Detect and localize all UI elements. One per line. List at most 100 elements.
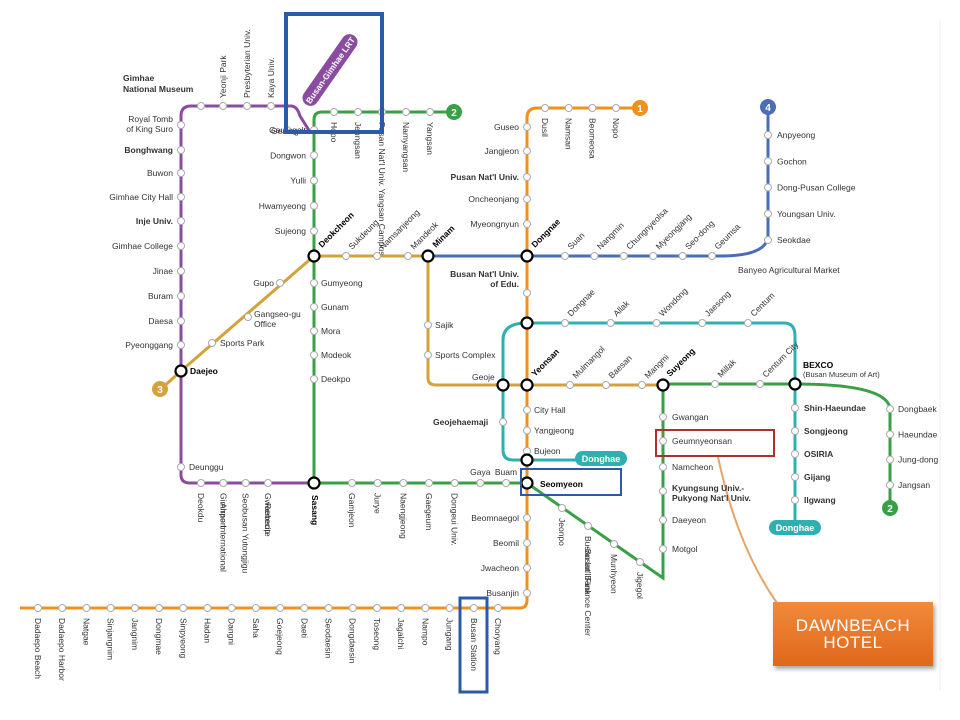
station-buram[interactable]: Buram [148, 291, 185, 301]
station-dongmae[interactable]: Dongmae [154, 604, 164, 656]
transfer-seomyeon[interactable]: Seomyeon [520, 476, 584, 490]
station-geumnyeonsan[interactable]: Geumnyeonsan [659, 436, 733, 446]
station-daesa[interactable]: Daesa [148, 316, 185, 326]
station-beomil[interactable]: Beomil [493, 538, 531, 548]
station-jagalchi[interactable]: Jagalchi [396, 604, 406, 650]
station-gijang[interactable]: Gijang [791, 472, 831, 482]
station-guseo[interactable]: Guseo [494, 122, 531, 132]
station-dadaepo-harbor[interactable]: Dadaepo Harbor [57, 604, 67, 682]
station-seodaesin[interactable]: Seodaesin [324, 604, 334, 659]
station-kyungsung-univ-pukyong-nat-l-univ[interactable]: Kyungsung Univ.-Pukyong Nat'l Univ. [659, 483, 751, 503]
station-gwangan[interactable]: Gwangan [659, 412, 709, 422]
station-munhyeon[interactable]: Munhyeon [609, 540, 619, 594]
station-yeonji-park[interactable]: Yeonji Park [218, 55, 228, 110]
station-gumyeong[interactable]: Gumyeong [310, 278, 363, 288]
station-dadaepo-beach[interactable]: Dadaepo Beach [33, 604, 43, 680]
station-jung-dong[interactable]: Jung-dong [886, 455, 939, 465]
station-dongdaesin[interactable]: Dongdaesin [348, 604, 358, 664]
station-jangjeon[interactable]: Jangjeon [484, 146, 531, 156]
station-daeyeon[interactable]: Daeyeon [659, 515, 707, 525]
station-sports-complex[interactable]: Sports Complex [424, 350, 497, 360]
station-myeongnyun[interactable]: Myeongnyun [470, 219, 531, 229]
station-daeti[interactable]: Daeti [299, 604, 309, 638]
station-seokdae[interactable]: Seokdae [764, 235, 811, 245]
station-yangsan[interactable]: Yangsan [425, 108, 435, 156]
transfer-donghae-dongnae[interactable] [520, 316, 534, 330]
transfer-bexco[interactable]: BEXCO (Busan Museum of Art) [788, 360, 881, 391]
station-modeok[interactable]: Modeok [310, 350, 352, 360]
station-centum[interactable]: Centum [744, 290, 777, 327]
transfer-geoje[interactable]: Geoje [472, 372, 510, 392]
station-busan-int-l-finance-center-busan-bank[interactable]: Busan Int'l Finance Center-Busan Bank [583, 522, 593, 637]
station-nopo[interactable]: Nopo [611, 104, 621, 139]
transfer-daejeo[interactable]: Daejeo [174, 364, 218, 378]
station-ilgwang[interactable]: Ilgwang [791, 495, 836, 505]
station-sajik[interactable]: Sajik [424, 320, 455, 330]
station-deokdu[interactable]: Deokdu [196, 479, 206, 523]
station-presbyterian-univ[interactable]: Presbyterian Univ. [242, 29, 252, 110]
station-dangni[interactable]: Dangni [227, 604, 237, 646]
station-jinae[interactable]: Jinae [153, 266, 185, 276]
station-yangjeong[interactable]: Yangjeong [523, 426, 575, 436]
station-beomeosa[interactable]: Beomeosa [587, 104, 597, 159]
station-kaya-univ[interactable]: Kaya Univ. [266, 58, 276, 110]
station-youngsan-univ[interactable]: Youngsan Univ. [764, 209, 836, 219]
station-dongbaek[interactable]: Dongbaek [886, 404, 938, 414]
station-gamjeon[interactable]: Gamjeon [347, 479, 357, 528]
station-city-hall[interactable]: City Hall [523, 405, 566, 415]
station-goejeong[interactable]: Goejeong [275, 604, 285, 656]
station-hopo[interactable]: Hopo [329, 108, 339, 143]
station-chungnyeolsa[interactable]: Chungnyeolsa [619, 206, 670, 260]
station-beomnaegol[interactable]: Beomnaegol [471, 513, 531, 523]
station-gupo[interactable]: Gupo [253, 278, 284, 288]
station-pusan-nat-l-univ[interactable]: Pusan Nat'l Univ. [451, 172, 531, 182]
transfer-sasang[interactable]: Sasang [307, 476, 321, 526]
station-busan-nat-l-univ-of-edu[interactable]: Busan Nat'l Univ.of Edu. [450, 269, 531, 297]
station-sports-park[interactable]: Sports Park [208, 338, 266, 348]
station-jungang[interactable]: Jungang [445, 604, 455, 651]
station-saha[interactable]: Saha [251, 604, 261, 639]
station-seobusan-yutongjigu[interactable]: Seobusan Yutongjigu [241, 479, 251, 574]
station-bonghwang[interactable]: Bonghwang [124, 145, 185, 155]
station-sinpyeong[interactable]: Sinpyeong [178, 604, 188, 659]
station-busan-station[interactable]: Busan Station [469, 604, 479, 672]
station-mulmangol[interactable]: Mulmangol [566, 344, 607, 389]
station-jigegol[interactable]: Jigegol [635, 558, 645, 600]
station-gochon[interactable]: Gochon [764, 156, 808, 166]
station-gimhae-college[interactable]: Gimhae College [112, 241, 185, 251]
station-oncheonjang[interactable]: Oncheonjang [468, 194, 531, 204]
station-wondong[interactable]: Wondong [652, 286, 690, 327]
station-deokpo[interactable]: Deokpo [310, 374, 351, 384]
station-osiria[interactable]: OSIRIA [791, 449, 834, 459]
station-jurye[interactable]: Jurye [373, 479, 383, 515]
station-choryang[interactable]: Choryang [493, 604, 503, 656]
station-gaya[interactable]: Gaya [470, 467, 491, 487]
station-motgol[interactable]: Motgol [659, 544, 698, 554]
station-dong-pusan-college[interactable]: Dong-Pusan College [764, 183, 856, 193]
station-busanjin[interactable]: Busanjin [486, 588, 531, 598]
station-jaesong[interactable]: Jaesong [698, 288, 733, 327]
station-geojehaemaji[interactable]: Geojehaemaji [433, 417, 507, 427]
station-dongwon[interactable]: Dongwon [270, 150, 318, 160]
station-gunam[interactable]: Gunam [310, 302, 349, 312]
station-jeungsan[interactable]: Jeungsan [353, 108, 363, 160]
station-hwamyeong[interactable]: Hwamyeong [259, 201, 318, 211]
station-toseong[interactable]: Toseong [372, 604, 382, 651]
station-jangnim[interactable]: Jangnim [130, 604, 140, 651]
station-gaegeum[interactable]: Gaegeum [424, 479, 434, 531]
station-songjeong[interactable]: Songjeong [791, 426, 848, 436]
station-shin-haeundae[interactable]: Shin-Haeundae [791, 403, 867, 413]
station-namcheon[interactable]: Namcheon [659, 462, 714, 472]
station-dongeui-univ[interactable]: Dongeui Univ. [450, 479, 460, 546]
station-yulli[interactable]: Yulli [290, 176, 318, 186]
station-dusil[interactable]: Dusil [540, 104, 550, 138]
station-dongnae[interactable]: Dongnae [561, 287, 598, 327]
station-gimhae-city-hall[interactable]: Gimhae City Hall [109, 192, 185, 202]
station-buam[interactable]: Buam [495, 467, 517, 487]
